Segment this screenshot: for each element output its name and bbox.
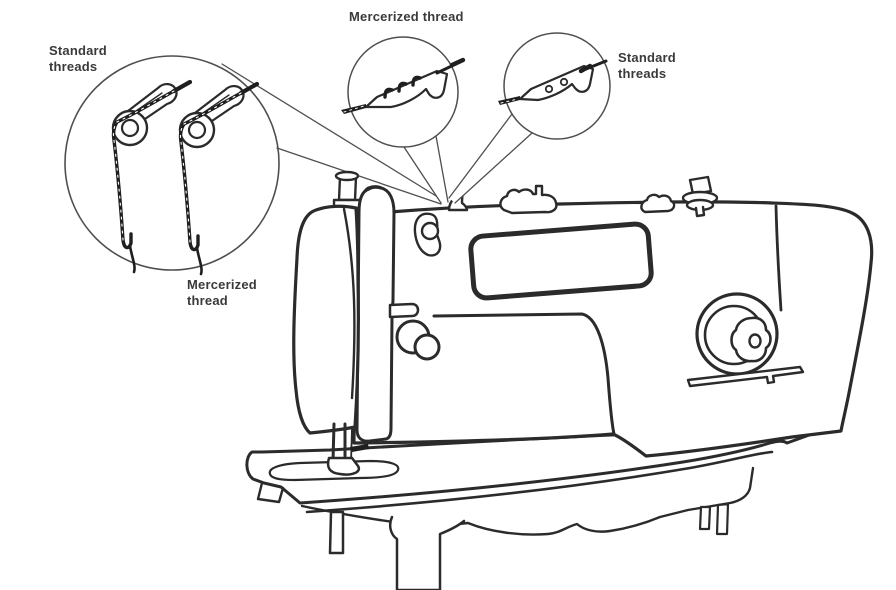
hand-wheel-hole xyxy=(748,333,762,349)
thread-guide-cloud-right xyxy=(640,193,676,214)
standard-guide-illustration xyxy=(498,59,608,105)
mercerized-guide-illustration xyxy=(341,57,466,114)
guide-plate xyxy=(518,64,595,102)
sewing-machine-illustration xyxy=(292,170,874,476)
face-band xyxy=(355,185,396,443)
wrapped-thread-curls xyxy=(383,75,422,99)
face-guide-hook xyxy=(388,302,420,319)
table-pin-left xyxy=(698,505,712,531)
presser-foot xyxy=(326,456,361,476)
guide-hole xyxy=(559,77,569,87)
hand-wheel xyxy=(695,292,779,376)
top-cover-window xyxy=(468,221,654,301)
arm-underside-line xyxy=(432,312,616,436)
machine-head xyxy=(292,170,441,443)
label-mercerized-thread-top: Mercerized thread xyxy=(349,9,464,24)
needle-clamp xyxy=(350,444,369,452)
spool-pin xyxy=(332,170,364,210)
guide-hole xyxy=(544,84,554,94)
bed-ledge xyxy=(686,365,805,388)
balloon-tail-fill xyxy=(404,136,448,203)
label-standard-threads-left: Standard threads xyxy=(49,43,107,74)
presser-foot-assembly xyxy=(326,422,369,476)
hand-wheel-knob xyxy=(730,316,772,363)
pillar-seam xyxy=(774,204,783,312)
machine-table xyxy=(245,425,814,590)
table-corner-facet xyxy=(256,481,285,504)
standard-guide-balloon xyxy=(448,32,611,204)
table-leg-wide xyxy=(388,515,466,590)
balloon-tail-fill xyxy=(449,114,532,203)
top-fittings xyxy=(413,175,719,257)
thread-guide-cloud-left xyxy=(499,184,558,215)
head-cover xyxy=(292,204,360,435)
table-leg-thin xyxy=(328,510,345,555)
mercerized-guide-balloon xyxy=(341,36,466,204)
top-bolt xyxy=(681,175,719,218)
tension-stud-knob xyxy=(420,221,440,241)
label-mercerized-thread-left: Mercerized thread xyxy=(187,277,257,308)
tension-dial xyxy=(395,319,441,361)
table-pin-right xyxy=(715,502,730,536)
head-seam xyxy=(342,207,356,400)
label-standard-threads-right: Standard threads xyxy=(618,50,676,81)
thread-out xyxy=(341,104,366,114)
thread-out xyxy=(498,96,520,105)
table-front-edge xyxy=(305,450,774,514)
